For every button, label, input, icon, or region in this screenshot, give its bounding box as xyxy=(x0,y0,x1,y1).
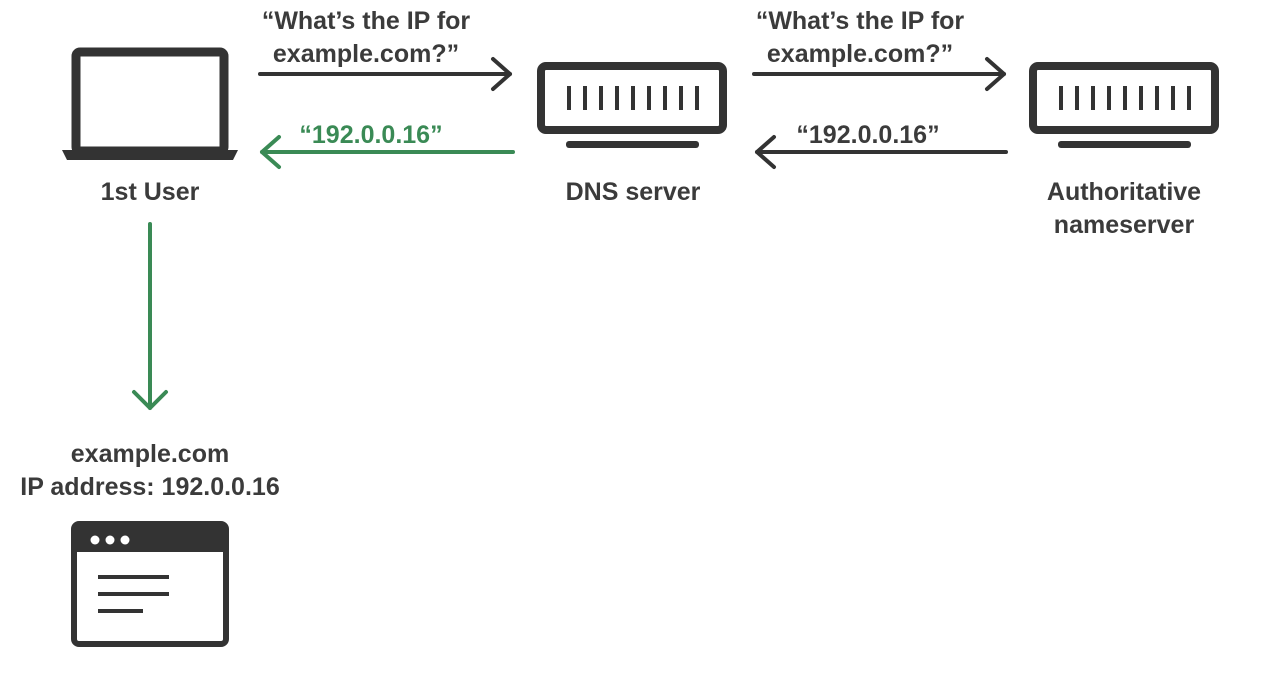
laptop-icon xyxy=(62,47,238,160)
authoritative-label-line2: nameserver xyxy=(1054,211,1195,239)
response-to-user-label: “192.0.0.16” xyxy=(299,121,442,149)
result-domain: example.com xyxy=(71,440,229,468)
user-label: 1st User xyxy=(101,178,200,206)
authoritative-label-line1: Authoritative xyxy=(1047,178,1201,206)
query-to-dns-line1: “What’s the IP for xyxy=(262,7,471,35)
response-from-auth-label: “192.0.0.16” xyxy=(796,121,939,149)
authoritative-server-icon xyxy=(1029,62,1219,148)
result-ip: IP address: 192.0.0.16 xyxy=(20,473,279,501)
query-to-auth-arrow xyxy=(752,57,1006,91)
query-to-dns-arrow xyxy=(258,57,512,91)
query-to-auth-line1: “What’s the IP for xyxy=(756,7,965,35)
response-from-auth-arrow xyxy=(755,135,1008,169)
query-to-auth-line2: example.com?” xyxy=(767,40,953,68)
dns-server-icon xyxy=(537,62,727,148)
result-arrow xyxy=(132,222,168,410)
browser-window-icon xyxy=(71,521,229,647)
dns-server-label: DNS server xyxy=(566,178,701,206)
query-to-dns-line2: example.com?” xyxy=(273,40,459,68)
response-to-user-arrow xyxy=(260,135,515,169)
